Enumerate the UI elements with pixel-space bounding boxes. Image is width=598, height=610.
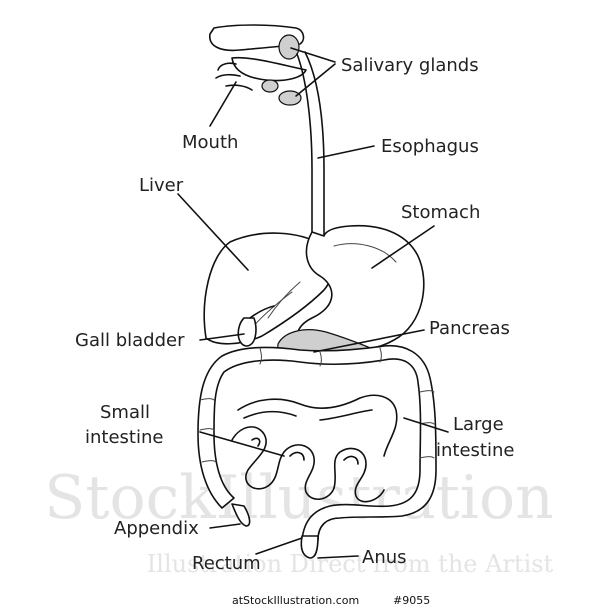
label-small-intestine-line2: intestine: [85, 427, 163, 448]
appendix-shape: [231, 503, 251, 527]
label-salivary-glands: Salivary glands: [341, 55, 479, 76]
leader-appendix: [209, 523, 241, 529]
leader-salivary-1: [290, 47, 336, 63]
label-liver: Liver: [139, 175, 184, 196]
label-appendix: Appendix: [114, 518, 199, 539]
gall-bladder-shape: [237, 317, 257, 347]
organs: [197, 24, 437, 559]
label-mouth: Mouth: [182, 132, 238, 153]
small-intestine-loops: [231, 394, 398, 503]
large-intestine-shape: [197, 344, 437, 541]
label-rectum: Rectum: [192, 553, 261, 574]
label-pancreas: Pancreas: [429, 318, 510, 339]
leader-rectum: [255, 537, 303, 555]
watermark-sub-text: Illustration Direct from the Artist: [147, 550, 554, 578]
footer: atStockIllustration.com #9055: [232, 594, 430, 607]
leader-liver: [177, 193, 249, 271]
salivary-gland-parotid: [278, 34, 300, 60]
label-large-intestine-line1: Large: [453, 414, 504, 435]
label-anus: Anus: [362, 547, 407, 568]
footer-site: atStockIllustration.com: [232, 594, 359, 607]
labels: Salivary glands Mouth Esophagus Liver St…: [75, 55, 514, 574]
leader-small-intestine: [199, 431, 285, 457]
rectum-shape: [300, 535, 319, 559]
leader-salivary-2: [295, 63, 336, 97]
salivary-gland-submandibular: [278, 90, 302, 106]
leader-anus: [317, 555, 359, 559]
esophagus-shape: [296, 53, 313, 237]
watermark: StockIllustration Illustration Direct fr…: [44, 463, 553, 578]
leader-stomach: [371, 225, 435, 269]
footer-id: #9055: [393, 594, 430, 607]
label-stomach: Stomach: [401, 202, 480, 223]
leader-lines: [177, 47, 449, 559]
label-gall-bladder: Gall bladder: [75, 330, 185, 351]
label-small-intestine-line1: Small: [100, 402, 150, 423]
leader-esophagus: [317, 145, 375, 159]
leader-mouth: [209, 81, 237, 127]
leader-pancreas: [313, 329, 425, 353]
head-mouth: [209, 24, 307, 106]
watermark-main-text: StockIllustration: [44, 463, 553, 533]
label-esophagus: Esophagus: [381, 136, 479, 157]
leader-gall-bladder: [199, 333, 245, 341]
label-large-intestine-line2: intestine: [436, 440, 514, 461]
leader-large-intestine: [403, 417, 449, 433]
salivary-gland-sublingual: [261, 79, 279, 93]
